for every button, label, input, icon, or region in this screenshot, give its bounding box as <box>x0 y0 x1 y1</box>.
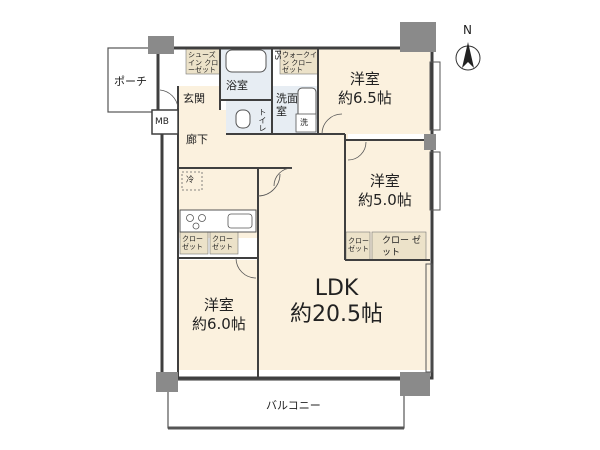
western-room-b-label: 洋室約5.0帖 <box>358 172 412 209</box>
closet-small-c-label: クロー ゼット <box>212 235 233 251</box>
fridge-space <box>181 171 203 191</box>
closet-small-a-fill <box>345 231 371 261</box>
toilet-label: トイレ <box>258 108 267 132</box>
western-room-a-label: 洋室約6.5帖 <box>338 70 392 107</box>
mb-label: MB <box>155 117 169 127</box>
structural-columns <box>148 22 436 396</box>
walkin-closet-label: ウォークイン クローゼット <box>282 51 317 75</box>
western-b-floor <box>345 140 430 232</box>
bathtub <box>225 49 267 73</box>
balcony-label: バルコニー <box>266 399 321 412</box>
sink <box>227 213 253 229</box>
compass-icon <box>455 42 481 71</box>
shoes-closet-fill <box>185 47 221 75</box>
ps-label: PS <box>273 50 282 60</box>
stove <box>186 214 206 230</box>
washroom-label: 洗面室 <box>276 92 298 119</box>
windows <box>425 61 441 373</box>
porch-label: ポーチ <box>114 75 147 88</box>
balcony-outline <box>167 379 405 429</box>
doors <box>159 89 367 279</box>
shoes-closet-label: シューズイン クローゼット <box>188 51 219 75</box>
closet-small-b-label: クロー ゼット <box>182 235 203 251</box>
fridge-label: 冷 <box>186 175 194 184</box>
entrance-label: 玄関 <box>183 92 205 105</box>
washer-label: 洗 <box>300 118 308 127</box>
hallway-label: 廊下 <box>186 133 208 146</box>
outer-walls <box>156 46 434 380</box>
washer-pan <box>295 113 317 133</box>
toilet-bowl <box>235 109 251 129</box>
western-room-c-label: 洋室約6.0帖 <box>192 296 246 333</box>
western-c-floor <box>178 260 258 370</box>
closet-large-label: クロー ゼット <box>382 236 421 258</box>
closet-large-fill <box>371 231 427 261</box>
walkin-closet-fill <box>279 47 319 75</box>
compass-north-label: N <box>463 23 472 37</box>
entrance-floor <box>178 86 220 112</box>
bathroom-label: 浴室 <box>226 79 248 92</box>
porch-outline <box>107 47 159 113</box>
closet-small-a-label: クロー ゼット <box>348 237 369 253</box>
